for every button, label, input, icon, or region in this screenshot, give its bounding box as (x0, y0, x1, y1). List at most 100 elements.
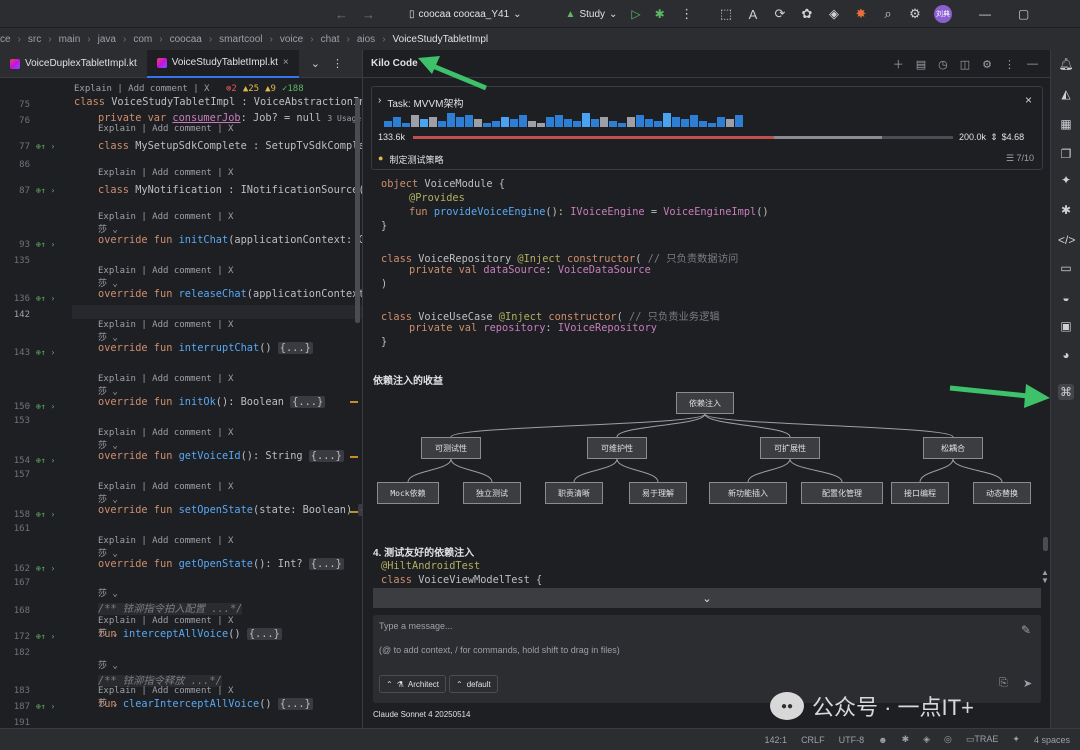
override-gutter-icon[interactable]: ⊕↑ › (36, 240, 56, 249)
breadcrumb-item[interactable]: coocaa (169, 33, 202, 45)
ai-plugin-icon[interactable]: ✿ (801, 6, 813, 21)
author-hint[interactable]: 莎 ⌄ (98, 549, 118, 559)
line-separator[interactable]: CRLF (801, 734, 825, 745)
gradle-icon[interactable]: ◭ (1061, 87, 1071, 101)
project-selector[interactable]: ▯ coocaa coocaa_Y41 ⌄ (409, 9, 522, 20)
device-manager-icon[interactable]: ▦ (1060, 117, 1072, 131)
chat-scrollbar[interactable] (1043, 537, 1048, 551)
line-number[interactable]: 76 (19, 116, 30, 126)
condense-icon[interactable]: ⇕ (990, 131, 998, 142)
copilot-icon[interactable]: ☻ (878, 734, 888, 745)
terminal-icon[interactable]: ▭ (1060, 261, 1072, 275)
avatar[interactable]: 刘典 (934, 5, 952, 23)
author-hint[interactable]: 莎 ⌄ (98, 699, 118, 709)
plugin-icon[interactable]: ✱ (1060, 203, 1072, 217)
line-number[interactable]: 187 (13, 702, 30, 712)
breadcrumb-item[interactable]: src (27, 33, 42, 45)
servers-icon[interactable]: ▤ (915, 58, 927, 71)
warning-marker[interactable] (350, 511, 358, 513)
chevron-right-icon[interactable]: › (378, 95, 382, 106)
plugin-status-icon[interactable]: ✱ (901, 734, 910, 744)
collapse-button[interactable]: ⌄ (373, 588, 1041, 608)
override-gutter-icon[interactable]: ⊕↑ › (36, 702, 56, 711)
line-number[interactable]: 172 (13, 632, 30, 642)
editor-scrollbar[interactable] (355, 98, 360, 323)
cat-icon[interactable]: ◒ (1062, 291, 1070, 305)
override-gutter-icon[interactable]: ⊕↑ › (36, 510, 56, 519)
chevron-down-icon[interactable]: ⌄ (310, 58, 320, 70)
code-lens[interactable]: Explain | Add comment | X (98, 124, 234, 134)
maximize-icon[interactable]: ▢ (1018, 7, 1030, 21)
line-number[interactable]: 93 (19, 240, 30, 250)
scroll-up-icon[interactable]: ▲ (1041, 568, 1049, 577)
breadcrumb-item[interactable]: main (58, 33, 81, 45)
author-hint[interactable]: 莎 ⌄ (98, 225, 118, 235)
bot-icon[interactable]: ◕ (1062, 348, 1070, 362)
kilo-code-icon[interactable]: ⌘ (1058, 384, 1074, 400)
search-icon[interactable]: ⌕ (884, 6, 892, 21)
line-number[interactable]: 167 (13, 578, 30, 588)
line-number[interactable]: 87 (19, 186, 30, 196)
override-gutter-icon[interactable]: ⊕↑ › (36, 142, 56, 151)
forward-icon[interactable]: → (362, 6, 375, 22)
line-number[interactable]: 157 (13, 470, 30, 480)
more-icon[interactable]: ⋮ (331, 58, 343, 70)
line-number[interactable]: 183 (13, 686, 30, 696)
line-number[interactable]: 162 (13, 564, 30, 574)
breadcrumb-item[interactable]: java (97, 33, 116, 45)
cursor-position[interactable]: 142:1 (764, 734, 788, 745)
override-gutter-icon[interactable]: ⊕↑ › (36, 402, 56, 411)
tab-voice-duplex[interactable]: VoiceDuplexTabletImpl.kt (0, 50, 147, 78)
folded-code-icon[interactable]: {...} (358, 504, 362, 516)
line-number[interactable]: 77 (19, 142, 30, 152)
code-lens[interactable]: Explain | Add comment | X (98, 266, 234, 276)
translate-a-icon[interactable]: A (748, 6, 758, 22)
marketplace-icon[interactable]: ◫ (959, 58, 971, 71)
line-number[interactable]: 153 (13, 416, 30, 426)
run-tests-icon[interactable]: ⟳ (774, 6, 786, 21)
folded-code-icon[interactable]: {...} (290, 396, 326, 408)
gear-icon[interactable]: ⚙ (982, 58, 992, 71)
line-number[interactable]: 136 (13, 294, 30, 304)
code-lens[interactable]: Explain | Add comment | X (98, 320, 234, 330)
override-gutter-icon[interactable]: ⊕↑ › (36, 186, 56, 195)
code-lens[interactable]: Explain | Add comment | X (98, 374, 234, 384)
line-number[interactable]: 182 (13, 648, 30, 658)
line-number[interactable]: 154 (13, 456, 30, 466)
breadcrumb-item[interactable]: smartcool (219, 33, 263, 45)
line-number[interactable]: 158 (13, 510, 30, 520)
breadcrumb-item[interactable]: chat (320, 33, 340, 45)
author-hint[interactable]: 莎 ⌄ (98, 441, 118, 451)
code-lens[interactable]: Explain | Add comment | X (98, 212, 234, 222)
breadcrumb-item[interactable]: com (133, 33, 153, 45)
author-hint[interactable]: 莎 ⌄ (98, 333, 118, 343)
close-icon[interactable]: × (282, 57, 289, 68)
override-gutter-icon[interactable]: ⊕↑ › (36, 348, 56, 357)
folded-code-icon[interactable]: {...} (277, 342, 313, 354)
minimize-icon[interactable]: — (979, 7, 991, 21)
more-icon[interactable]: ⋮ (1004, 58, 1015, 71)
code-icon[interactable]: </> (1058, 233, 1076, 247)
line-number[interactable]: 161 (13, 524, 30, 534)
gemini-icon[interactable]: ✦ (1060, 173, 1072, 187)
author-hint[interactable]: 莎 ⌄ (98, 279, 118, 289)
history-icon[interactable]: ◷ (938, 58, 948, 71)
warning-marker[interactable] (350, 456, 358, 458)
code-lens[interactable]: Explain | Add comment | X (74, 84, 210, 94)
debug-icon[interactable]: ✱ (654, 7, 665, 21)
scroll-down-icon[interactable]: ▼ (1041, 576, 1049, 585)
breadcrumb-item[interactable]: voice (279, 33, 304, 45)
attach-icon[interactable]: ⎘ (999, 677, 1008, 689)
line-number[interactable]: 75 (19, 100, 30, 110)
breadcrumb-item[interactable]: VoiceStudyTabletImpl (392, 33, 489, 45)
translate-icon[interactable]: ⬚ (719, 6, 733, 21)
code-lens[interactable]: Explain | Add comment | X (98, 482, 234, 492)
back-icon[interactable]: ← (335, 6, 348, 22)
inspection-widget[interactable]: ⊗2 ▲25 ▲9 ✓188 (226, 84, 304, 94)
breadcrumb-item[interactable]: ce (0, 33, 11, 45)
message-input-box[interactable]: Type a message... (@ to add context, / f… (373, 615, 1041, 703)
override-gutter-icon[interactable]: ⊕↑ › (36, 456, 56, 465)
spark-icon[interactable]: ✸ (855, 6, 867, 21)
override-gutter-icon[interactable]: ⊕↑ › (36, 632, 56, 641)
folded-code-icon[interactable]: {...} (308, 450, 344, 462)
